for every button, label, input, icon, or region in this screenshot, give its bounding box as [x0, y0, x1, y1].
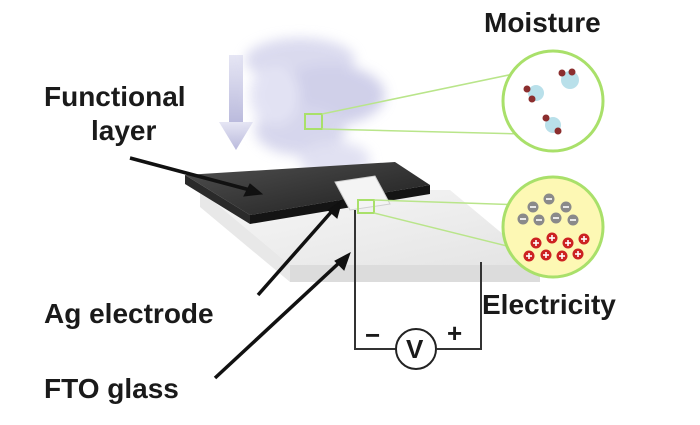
moisture-zoom-source-box [304, 113, 323, 130]
functional-layer-label: Functional layer [44, 80, 186, 148]
ag-electrode-strip [334, 175, 391, 211]
electricity-label: Electricity [482, 289, 616, 320]
voltmeter [395, 328, 437, 370]
minus-charge-icon [560, 201, 572, 213]
plus-terminal-label: + [447, 318, 463, 348]
electricity-zoom-circle [501, 175, 605, 279]
plus-charge-icon [578, 233, 590, 245]
electricity-zoom-source-box [357, 199, 375, 214]
fto-glass-label: FTO glass [44, 373, 179, 404]
label-pointer-arrows [129, 156, 351, 380]
moisture-zoom-circle [501, 49, 605, 153]
plus-charge-icon [530, 237, 542, 249]
minus-charge-icon [517, 213, 529, 225]
voltmeter-label: V [406, 334, 424, 364]
minus-charge-icon [550, 212, 562, 224]
plus-charge-icon [523, 250, 535, 262]
positive-charges [523, 232, 590, 262]
functional-layer-label-line1: Functional [44, 81, 186, 112]
minus-terminal-label: − [365, 320, 381, 350]
plus-charge-icon [572, 248, 584, 260]
functional-layer-label-line2: layer [91, 115, 157, 146]
zoom-connector-lines [321, 71, 526, 251]
minus-charge-icon [527, 201, 539, 213]
circuit-wires [354, 210, 482, 350]
minus-charge-icon [533, 214, 545, 226]
plus-charge-icon [540, 249, 552, 261]
water-molecule-icon [558, 68, 579, 89]
ag-electrode-label: Ag electrode [44, 298, 214, 329]
plus-charge-icon [556, 250, 568, 262]
minus-charge-icon [543, 193, 555, 205]
plus-charge-icon [562, 237, 574, 249]
vapor-cloud [245, 38, 385, 178]
water-molecule-icon [542, 114, 562, 135]
water-molecule-icon [523, 85, 544, 103]
moisture-label: Moisture [484, 7, 601, 38]
minus-charge-icon [567, 214, 579, 226]
negative-charges [517, 193, 579, 226]
plus-charge-icon [546, 232, 558, 244]
moisture-down-arrow-icon [219, 55, 253, 150]
